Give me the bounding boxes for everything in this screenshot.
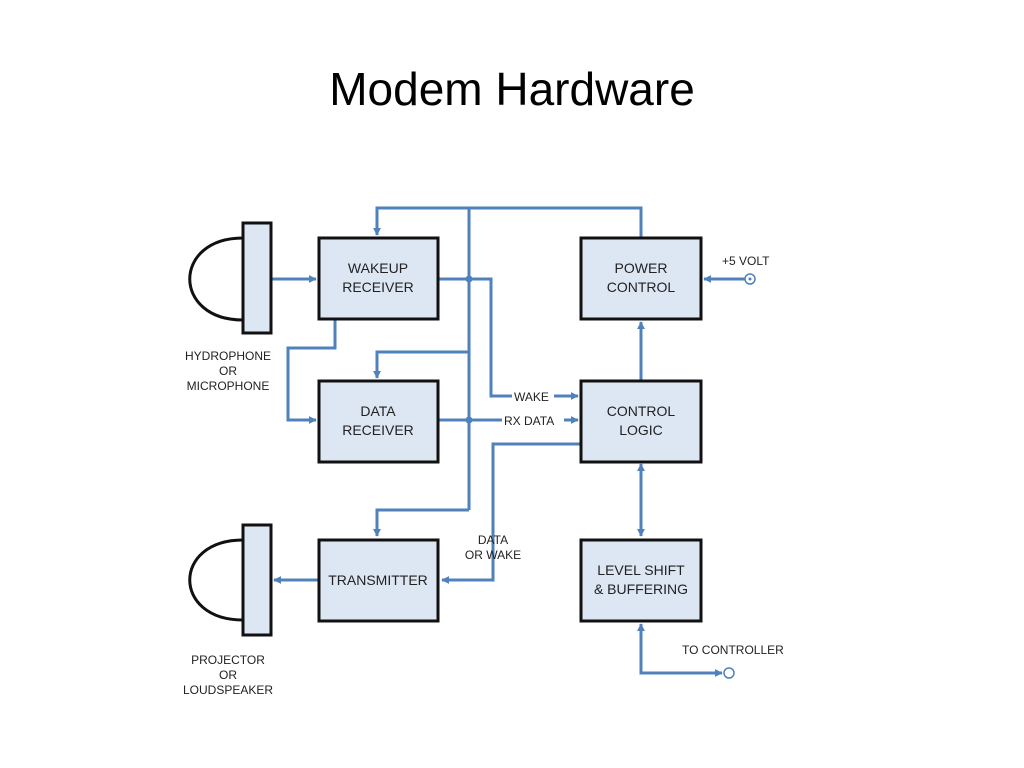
plus-5-volt-label: +5 VOLT bbox=[722, 254, 770, 268]
hydrophone-caption: HYDROPHONE OR MICROPHONE bbox=[185, 349, 271, 393]
slide-title: Modem Hardware bbox=[329, 63, 695, 115]
wire-power-to-wakeup bbox=[373, 206, 643, 238]
wakeup-receiver-label-line1: WAKEUP bbox=[348, 260, 408, 276]
power-control-block: POWER CONTROL bbox=[579, 236, 703, 321]
projector-caption-line2: OR bbox=[219, 668, 237, 682]
hydrophone-caption-line3: MICROPHONE bbox=[187, 379, 270, 393]
wake-label: WAKE bbox=[514, 390, 549, 404]
data-receiver-label-line1: DATA bbox=[360, 403, 396, 419]
wire-data-or-wake bbox=[441, 442, 581, 584]
wire-junctions bbox=[465, 275, 473, 424]
loudspeaker-icon bbox=[188, 523, 273, 637]
control-logic-block: CONTROL LOGIC bbox=[579, 379, 703, 464]
transmitter-block: TRANSMITTER bbox=[317, 538, 440, 623]
junction-dot bbox=[465, 275, 473, 283]
level-shift-label-line2: & BUFFERING bbox=[594, 581, 688, 597]
terminal-center-dot bbox=[748, 277, 752, 281]
rx-data-label: RX DATA bbox=[504, 414, 554, 428]
wakeup-receiver-label-line2: RECEIVER bbox=[342, 279, 414, 295]
level-shift-label-line1: LEVEL SHIFT bbox=[597, 562, 685, 578]
junction-dot bbox=[465, 416, 473, 424]
control-logic-label-line1: CONTROL bbox=[607, 403, 676, 419]
projector-caption-line3: LOUDSPEAKER bbox=[183, 683, 273, 697]
transmitter-label: TRANSMITTER bbox=[328, 572, 428, 588]
wakeup-receiver-block: WAKEUP RECEIVER bbox=[317, 236, 440, 321]
rx-data-label-bg bbox=[502, 413, 564, 427]
data-or-wake-label-line1: DATA bbox=[478, 533, 508, 547]
power-control-label-line1: POWER bbox=[615, 260, 668, 276]
wire-power-to-data-receiver bbox=[373, 350, 469, 379]
data-or-wake-label-line2: OR WAKE bbox=[465, 548, 521, 562]
hydrophone-caption-line2: OR bbox=[219, 364, 237, 378]
projector-caption-line1: PROJECTOR bbox=[191, 653, 265, 667]
to-controller-terminal-icon bbox=[723, 667, 735, 679]
wire-power-to-transmitter bbox=[373, 508, 469, 537]
data-receiver-block: DATA RECEIVER bbox=[317, 379, 440, 464]
power-control-label-line2: CONTROL bbox=[607, 279, 676, 295]
projector-caption: PROJECTOR OR LOUDSPEAKER bbox=[183, 653, 273, 697]
wire-wake bbox=[439, 277, 579, 400]
wake-label-bg bbox=[512, 389, 554, 403]
hydrophone-caption-line1: HYDROPHONE bbox=[185, 349, 271, 363]
data-receiver-label-line2: RECEIVER bbox=[342, 422, 414, 438]
to-controller-label: TO CONTROLLER bbox=[682, 643, 784, 657]
wire-wakeup-to-data-receiver bbox=[286, 320, 337, 424]
control-logic-label-line2: LOGIC bbox=[619, 422, 663, 438]
wire-to-controller bbox=[637, 623, 723, 677]
hydrophone-icon bbox=[188, 221, 273, 335]
level-shift-block: LEVEL SHIFT & BUFFERING bbox=[579, 538, 703, 623]
